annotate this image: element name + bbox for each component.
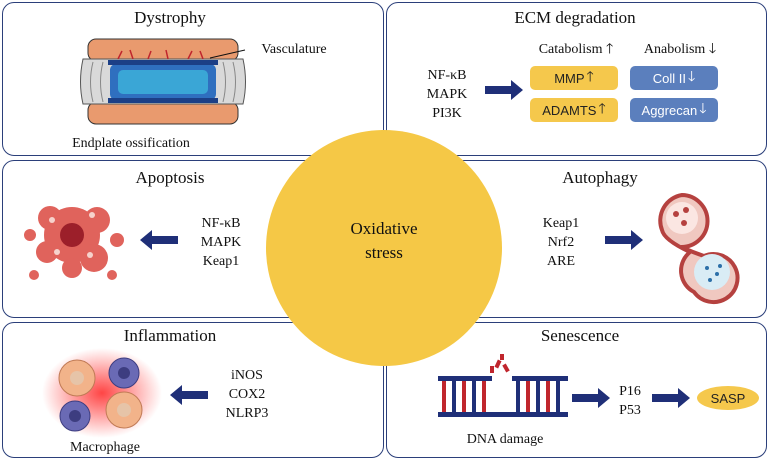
dna-damage-icon	[438, 354, 568, 417]
senescence-title: Senescence	[540, 326, 620, 345]
dystrophy-title: Dystrophy	[134, 8, 206, 27]
apoptosis-title: Apoptosis	[135, 168, 205, 187]
aggrecan-box: Aggrecan🡓	[630, 98, 718, 122]
vasculature-leader	[209, 49, 246, 59]
senescence-arrow-2	[652, 388, 690, 408]
ecm-arrow	[485, 80, 523, 100]
macrophage-label: Macrophage	[70, 440, 140, 455]
inflammation-arrow	[170, 385, 208, 405]
disc-illustration	[80, 38, 246, 125]
ecm-title: ECM degradation	[514, 8, 636, 27]
apoptosis-arrow	[140, 230, 178, 250]
anabolism-label: Anabolism 🡓	[643, 42, 717, 57]
dna-damage-label: DNA damage	[466, 432, 544, 447]
autophagy-title: Autophagy	[562, 168, 638, 187]
mmp-box: MMP🡑	[530, 66, 618, 90]
macrophage-cluster-icon	[42, 348, 162, 438]
coll-ii-box: Coll II🡓	[630, 66, 718, 90]
endplate-label: Endplate ossification	[72, 136, 190, 151]
senescence-arrow-1	[572, 388, 610, 408]
autophagosome-icon	[658, 192, 740, 305]
sasp-badge: SASP	[697, 386, 759, 410]
oxidative-stress-circle	[266, 130, 502, 366]
adamts-box: ADAMTS🡑	[530, 98, 618, 122]
catabolism-label: Catabolism 🡑	[538, 42, 614, 57]
apoptotic-cell-icon	[24, 206, 124, 280]
vasculature-label: Vasculature	[261, 42, 327, 57]
inflammation-title: Inflammation	[123, 326, 217, 345]
autophagy-arrow	[605, 230, 643, 250]
